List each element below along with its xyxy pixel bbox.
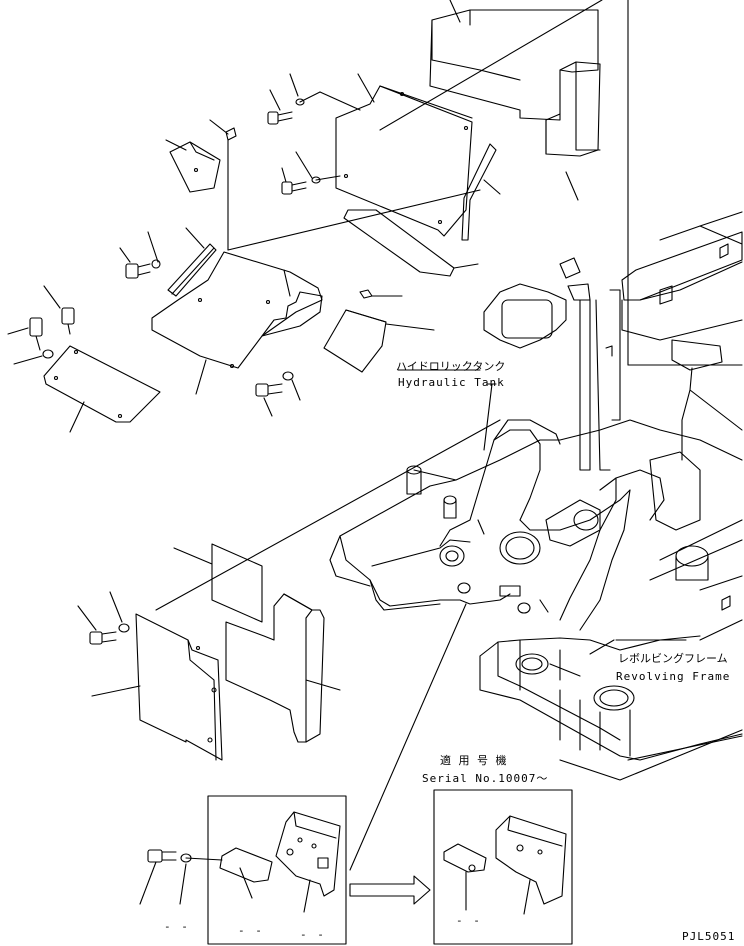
revolving-frame-en-label: Revolving Frame <box>616 670 731 683</box>
bolt-lower-left-b <box>43 285 75 335</box>
stepped-plate <box>261 269 323 337</box>
inset-box-right <box>433 789 573 945</box>
top-cover-strip-right <box>545 61 601 201</box>
bolt-mid-right <box>255 371 301 417</box>
placeholder-b: - - <box>238 924 264 937</box>
top-cover-large <box>429 0 599 121</box>
placeholder-a: - - <box>164 920 190 933</box>
frame-edge <box>627 735 743 761</box>
hydraulic-tank-jp-label: ハイドロリックタンク <box>396 360 506 373</box>
tilted-cover <box>323 289 435 373</box>
floor-strip <box>343 209 479 277</box>
hydraulic-tank-structure <box>483 211 743 471</box>
seal-plate <box>225 593 341 743</box>
bolt-mid-left <box>119 231 161 279</box>
serial-en-label: Serial No.10007～ <box>422 772 549 785</box>
revolving-frame <box>329 419 743 641</box>
drawing-code: PJL5051 <box>682 930 736 943</box>
revolving-frame-jp-label: レボルビングフレーム <box>618 652 728 665</box>
rubber-strip-left <box>167 227 217 297</box>
arrow <box>349 875 431 905</box>
inset-bolt <box>139 849 223 905</box>
left-lower-plate <box>43 345 161 433</box>
bolt-lower-left-a <box>7 317 54 365</box>
assembly-lines <box>155 419 501 871</box>
bolt-lower-group <box>77 591 130 645</box>
serial-jp-label: 適 用 号 機 <box>440 754 509 767</box>
placeholder-d: - - <box>456 914 482 927</box>
square-pad <box>173 543 263 623</box>
middle-cover-panel <box>335 73 473 237</box>
revolving-frame-lower <box>479 635 743 781</box>
revolving-frame-leader <box>589 639 687 655</box>
small-bracket-upper <box>165 119 237 251</box>
hydraulic-tank-leader <box>397 369 497 451</box>
bolt-top-a <box>267 73 361 125</box>
long-leader-lines <box>379 0 743 366</box>
placeholder-c: - - <box>300 928 326 941</box>
inset-box-left <box>207 795 347 945</box>
bolt-top-b <box>281 151 341 195</box>
long-side-cover <box>91 613 223 761</box>
hydraulic-tank-en-label: Hydraulic Tank <box>398 376 505 389</box>
seal-strip <box>461 143 501 241</box>
